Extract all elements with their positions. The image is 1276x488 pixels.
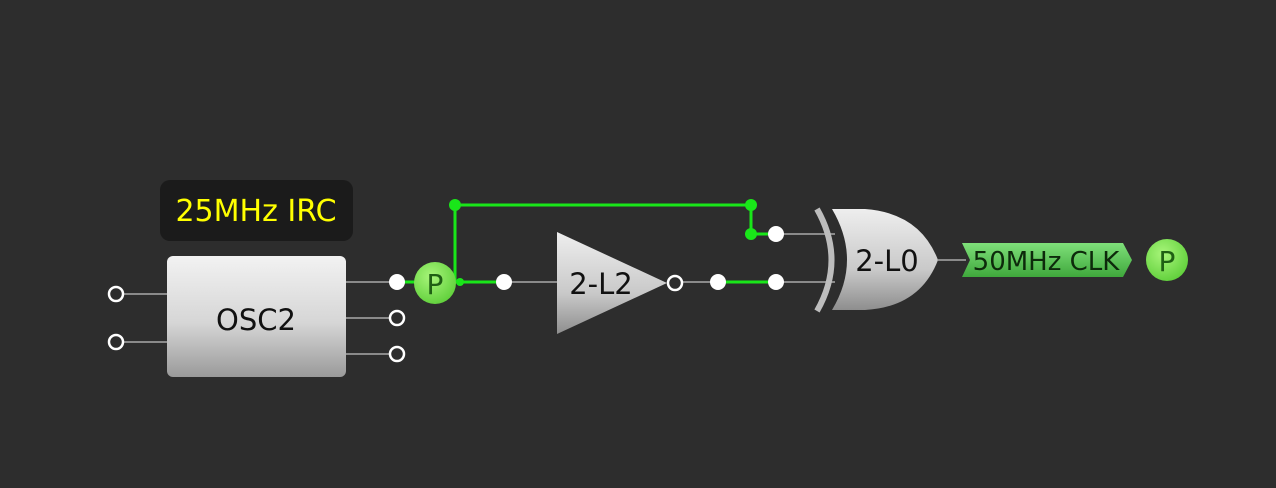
buffer-output-node [710, 274, 726, 290]
irc-label-box: 25MHz IRC [160, 180, 353, 241]
clk-output-pin-letter: P [1159, 245, 1176, 278]
buffer-label: 2-L2 [569, 267, 633, 301]
clk-output-label-text: 50MHz CLK [973, 247, 1121, 277]
osc-output-pin-letter: P [427, 268, 444, 301]
osc-input-pin-2[interactable] [107, 333, 125, 351]
xor-input-node-2 [768, 274, 784, 290]
clk-output-label[interactable]: 50MHz CLK [962, 243, 1132, 277]
xor-label: 2-L0 [855, 244, 919, 278]
osc2-label: OSC2 [216, 303, 296, 337]
osc-output-pin-2[interactable] [388, 309, 406, 327]
xor-input-node-1 [768, 226, 784, 242]
osc-output-pin-3[interactable] [388, 345, 406, 363]
osc2-block[interactable]: OSC2 [167, 256, 346, 377]
osc-output-stubs [346, 281, 406, 363]
buffer-inversion-bubble [666, 274, 684, 292]
osc-output-pin-marker[interactable]: P [414, 262, 456, 304]
buffer-input-node [496, 274, 512, 290]
xor-gate-2-l0[interactable]: 2-L0 [814, 207, 938, 313]
wire-junctions [449, 199, 757, 286]
irc-label-text: 25MHz IRC [175, 194, 336, 229]
osc-input-pin-1[interactable] [107, 285, 125, 303]
connection-dots[interactable] [389, 226, 784, 290]
buffer-2-l2[interactable]: 2-L2 [557, 232, 684, 334]
osc-output-pin-1 [389, 274, 405, 290]
clk-output-pin-marker[interactable]: P [1146, 239, 1188, 281]
osc-input-pins [107, 285, 168, 351]
